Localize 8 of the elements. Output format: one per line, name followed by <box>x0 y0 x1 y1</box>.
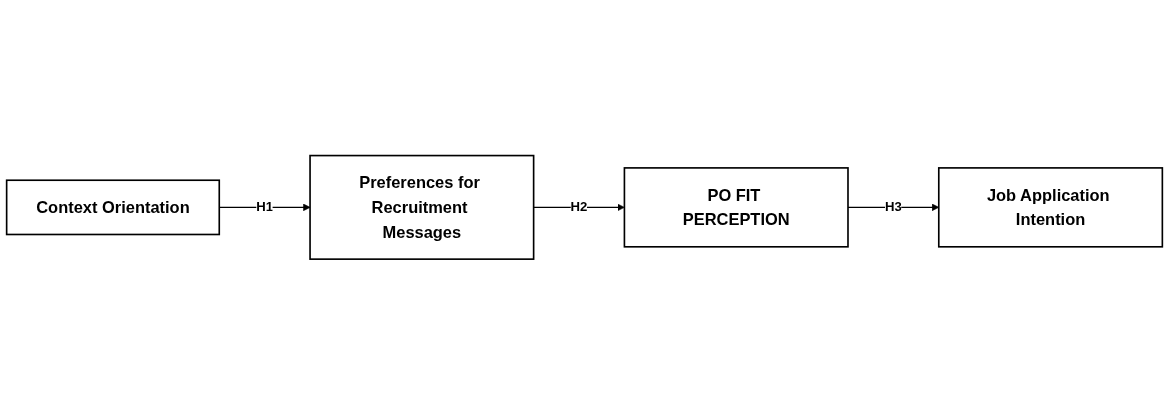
edge-label: H2 <box>570 200 588 215</box>
node-box: PO FIT PERCEPTION <box>623 167 849 248</box>
node-box: Preferences for Recruitment Messages <box>309 154 535 261</box>
edge-label: H3 <box>884 200 902 215</box>
node-box: Context Orientation <box>5 179 221 236</box>
node-box: Job Application Intention <box>937 167 1164 248</box>
arrow <box>533 203 625 212</box>
edge-label: H1 <box>256 200 274 215</box>
